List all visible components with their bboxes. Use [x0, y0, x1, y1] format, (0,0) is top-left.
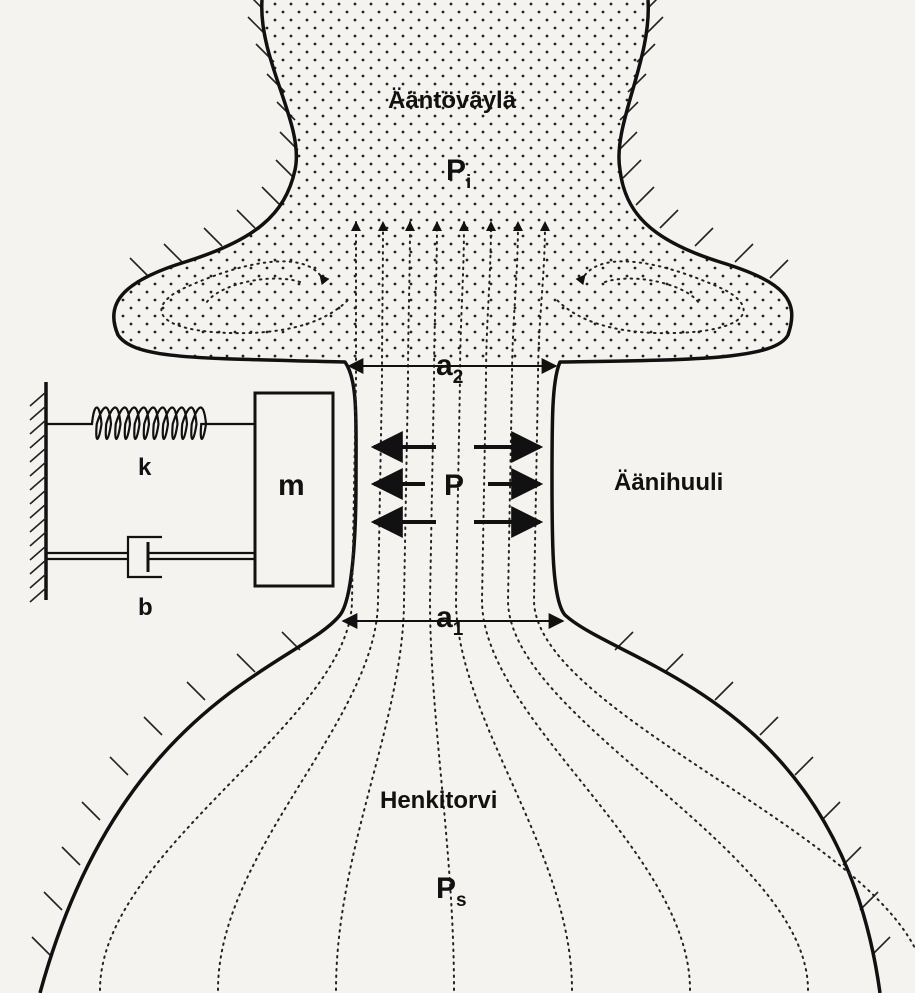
- pressure-lower-label: Ps: [436, 872, 467, 911]
- left-tract-wall: [38, 0, 358, 993]
- spring-coil: [46, 406, 255, 441]
- pressure-arrows: [370, 431, 544, 538]
- mass-block: [253, 391, 335, 588]
- right-tract-wall: [550, 0, 882, 993]
- trachea-label: Henkitorvi: [380, 787, 497, 814]
- vocal-tract-dot-fill: [113, 0, 792, 362]
- vocal-tract-label: Ääntöväylä: [388, 87, 517, 114]
- vocal-fold-label: Äänihuuli: [614, 469, 723, 496]
- airflow-streamlines: [99, 221, 915, 991]
- mass-label: m: [278, 469, 305, 502]
- area-lower-label: a1: [436, 601, 464, 640]
- damper-label: b: [138, 594, 153, 621]
- pressure-middle-label: P: [444, 469, 464, 502]
- pressure-upper-label: Pi: [446, 154, 471, 193]
- spring-label: k: [138, 454, 152, 481]
- model-ground-hatching: [29, 391, 47, 603]
- damper: [46, 535, 255, 579]
- area-upper-label: a2: [436, 349, 463, 388]
